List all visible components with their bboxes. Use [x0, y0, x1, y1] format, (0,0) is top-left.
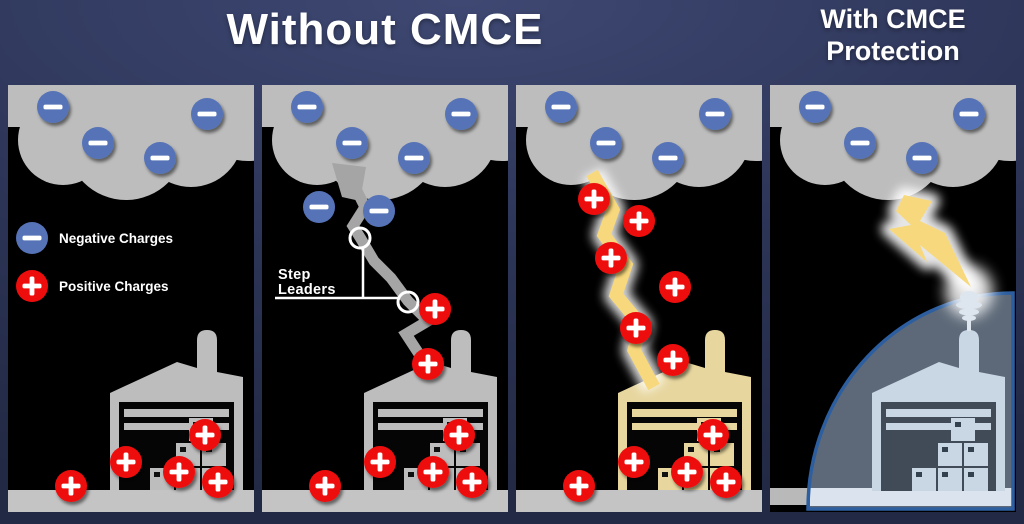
charges-layer [799, 91, 985, 174]
device-disc [962, 315, 976, 321]
panel-lightning-strike [516, 85, 762, 512]
charges-layer [16, 91, 234, 502]
title-line-2: Protection [826, 35, 960, 66]
positive-charge [710, 466, 742, 498]
positive-charge [202, 466, 234, 498]
charges-layer [291, 91, 488, 502]
annotation-lines [275, 248, 398, 300]
positive-charge [55, 470, 87, 502]
positive-charge [657, 344, 689, 376]
device-disc [959, 308, 979, 316]
positive-charge [578, 183, 610, 215]
leader-tip-marker [348, 226, 372, 250]
positive-charge [659, 271, 691, 303]
lightning-bolt [881, 187, 993, 317]
negative-charge [303, 191, 335, 223]
leader-tip-marker [396, 290, 420, 314]
protected-area [810, 330, 1013, 506]
negative-charge [445, 98, 477, 130]
positive-charge [419, 293, 451, 325]
positive-charge [412, 348, 444, 380]
positive-charge [595, 242, 627, 274]
device-disc [956, 301, 982, 309]
cmce-device [956, 291, 982, 331]
positive-charge [671, 456, 703, 488]
ground-protected [810, 488, 1013, 506]
step-leaders-annotation: Step Leaders [275, 226, 420, 314]
negative-charge [652, 142, 684, 174]
legend-positive-label: Positive Charges [59, 279, 169, 294]
step-leaders-label-line1: Step [278, 267, 311, 283]
positive-charge [309, 470, 341, 502]
title-line-1: With CMCE [820, 4, 966, 34]
positive-charge [456, 466, 488, 498]
panel-cmce-protected [770, 85, 1016, 512]
negative-charge [545, 91, 577, 123]
step-leaders-label-line2: Leaders [278, 282, 336, 298]
negative-charge [191, 98, 223, 130]
negative-charge [699, 98, 731, 130]
positive-charge [189, 419, 221, 451]
legend-negative-label: Negative Charges [59, 231, 173, 246]
positive-charge [620, 312, 652, 344]
lightning-core [586, 169, 660, 391]
charges-layer [545, 91, 742, 502]
negative-charge [906, 142, 938, 174]
positive-charge [16, 270, 48, 302]
panel-step-leaders: Step Leaders [262, 85, 508, 512]
negative-charge [16, 222, 48, 254]
negative-charge [291, 91, 323, 123]
positive-charge [163, 456, 195, 488]
positive-charge [563, 470, 595, 502]
positive-charge [618, 446, 650, 478]
positive-charge [697, 419, 729, 451]
negative-charge [799, 91, 831, 123]
panel-charge-separation: Negative Charges Positive Charges [8, 85, 254, 512]
negative-charge [844, 127, 876, 159]
ground-outside-dome [770, 488, 814, 505]
device-cap [960, 291, 978, 303]
title-with-cmce-protection: With CMCE Protection [766, 4, 1020, 68]
title-without-cmce: Without CMCE [226, 5, 544, 54]
device-stem [967, 319, 971, 331]
negative-charge [953, 98, 985, 130]
lightning-bolt [581, 167, 665, 393]
negative-charge [363, 195, 395, 227]
negative-charge [144, 142, 176, 174]
negative-charge [37, 91, 69, 123]
step-leader [343, 170, 437, 361]
positive-charge [623, 205, 655, 237]
positive-charge [364, 446, 396, 478]
negative-charge [590, 127, 622, 159]
positive-charge [417, 456, 449, 488]
negative-charge [398, 142, 430, 174]
lightning-core [889, 195, 971, 287]
positive-charge [443, 419, 475, 451]
negative-charge [336, 127, 368, 159]
negative-charge [82, 127, 114, 159]
positive-charge [110, 446, 142, 478]
